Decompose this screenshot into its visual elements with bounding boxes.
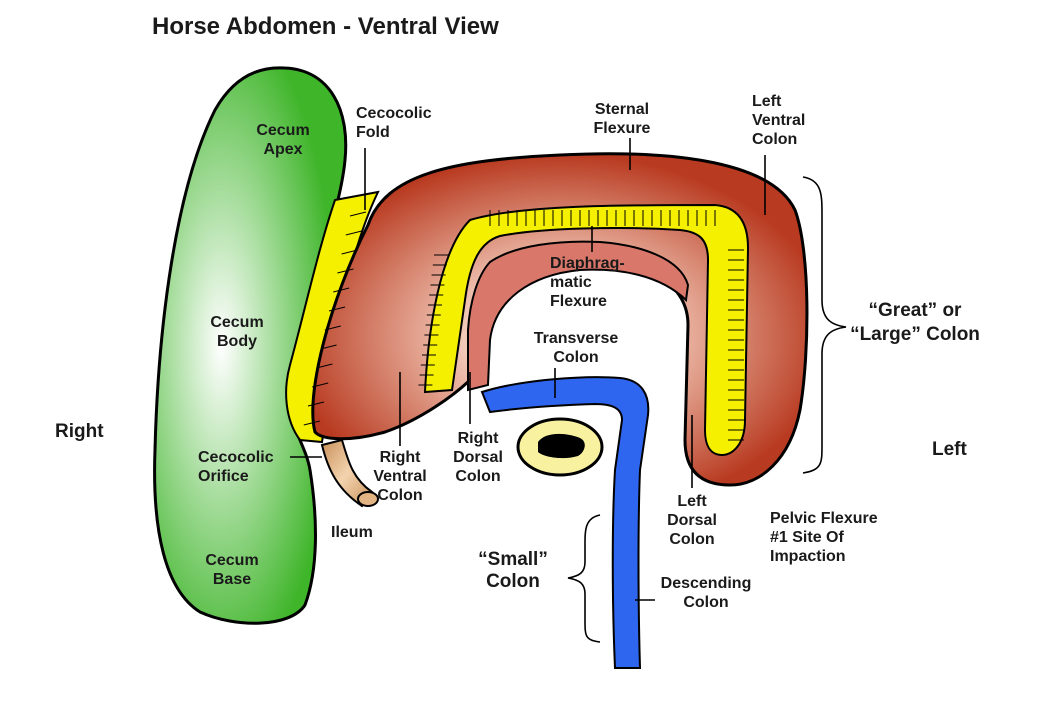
label-line: Apex bbox=[263, 141, 302, 158]
hash-mark bbox=[303, 420, 320, 426]
hash-mark bbox=[333, 287, 350, 293]
label-line: Impaction bbox=[770, 548, 846, 565]
label-small-colon: “Small”Colon bbox=[478, 549, 548, 592]
label-pelvic-flexure: Pelvic Flexure #1 Site Of Impaction bbox=[770, 510, 878, 565]
diagram-title: Horse Abdomen - Ventral View bbox=[152, 13, 499, 40]
great-colon-brace bbox=[802, 176, 847, 474]
label-line: Ventral bbox=[373, 468, 426, 485]
right-side-label: Right bbox=[55, 421, 104, 442]
hash-mark bbox=[307, 401, 325, 407]
colonic-band bbox=[423, 203, 750, 457]
fold-hash-marks bbox=[303, 210, 744, 441]
ileum-opening bbox=[357, 491, 379, 507]
label-line: Orifice bbox=[198, 468, 249, 485]
label-line: Left bbox=[677, 493, 707, 510]
hash-mark bbox=[312, 382, 329, 388]
label-line: Pelvic Flexure bbox=[770, 510, 878, 527]
label-line: “Small” bbox=[478, 549, 548, 570]
label-line: Body bbox=[217, 333, 257, 350]
label-line: Flexure bbox=[594, 120, 651, 137]
label-line: #1 Site Of bbox=[770, 529, 844, 546]
label-line: Cecum bbox=[210, 314, 263, 331]
label-line: Right bbox=[458, 430, 500, 447]
label-line: “Great” or bbox=[869, 300, 963, 321]
label-line: matic bbox=[550, 274, 592, 291]
label-line: Ventral bbox=[752, 112, 805, 129]
label-line: Colon bbox=[752, 131, 797, 148]
small-colon-brace bbox=[567, 514, 601, 643]
label-line: Cecocolic bbox=[198, 449, 274, 466]
label-line: Colon bbox=[486, 571, 540, 592]
label-line: Fold bbox=[356, 124, 390, 141]
hash-mark bbox=[320, 344, 337, 350]
label-line: Colon bbox=[669, 531, 714, 548]
right-dorsal-colon bbox=[467, 240, 690, 392]
label-line: Diaphrag- bbox=[550, 255, 625, 272]
small-colon bbox=[480, 376, 650, 669]
hash-mark bbox=[316, 363, 333, 369]
label-line: Base bbox=[213, 571, 251, 588]
label-great-colon: “Great” or “Large” Colon bbox=[850, 300, 980, 345]
label-line: Colon bbox=[377, 487, 422, 504]
label-line: Flexure bbox=[550, 293, 607, 310]
label-line: Cecum bbox=[256, 122, 309, 139]
hash-mark bbox=[349, 211, 367, 217]
label-line: Dorsal bbox=[453, 449, 503, 466]
hash-mark bbox=[345, 230, 362, 236]
cross-section-lumen bbox=[538, 433, 585, 459]
label-line: Transverse bbox=[534, 330, 619, 347]
hash-mark bbox=[324, 325, 341, 331]
label-line: Colon bbox=[553, 349, 598, 366]
label-line: Cecum bbox=[205, 552, 258, 569]
label-line: Colon bbox=[455, 468, 500, 485]
label-line: Colon bbox=[683, 594, 728, 611]
hash-mark bbox=[341, 249, 358, 255]
label-line: Descending bbox=[661, 575, 752, 592]
label-line: “Large” Colon bbox=[850, 324, 980, 345]
label-ileum: Ileum bbox=[331, 524, 373, 541]
label-line: Dorsal bbox=[667, 512, 717, 529]
label-line: Sternal bbox=[595, 101, 649, 118]
left-side-label: Left bbox=[932, 439, 968, 460]
label-line: Cecocolic bbox=[356, 105, 432, 122]
large-colon bbox=[311, 152, 809, 487]
label-line: Left bbox=[752, 93, 782, 110]
hash-mark bbox=[328, 306, 346, 312]
label-line: Ileum bbox=[331, 524, 373, 541]
hash-mark bbox=[337, 268, 354, 274]
label-line: Right bbox=[380, 449, 422, 466]
